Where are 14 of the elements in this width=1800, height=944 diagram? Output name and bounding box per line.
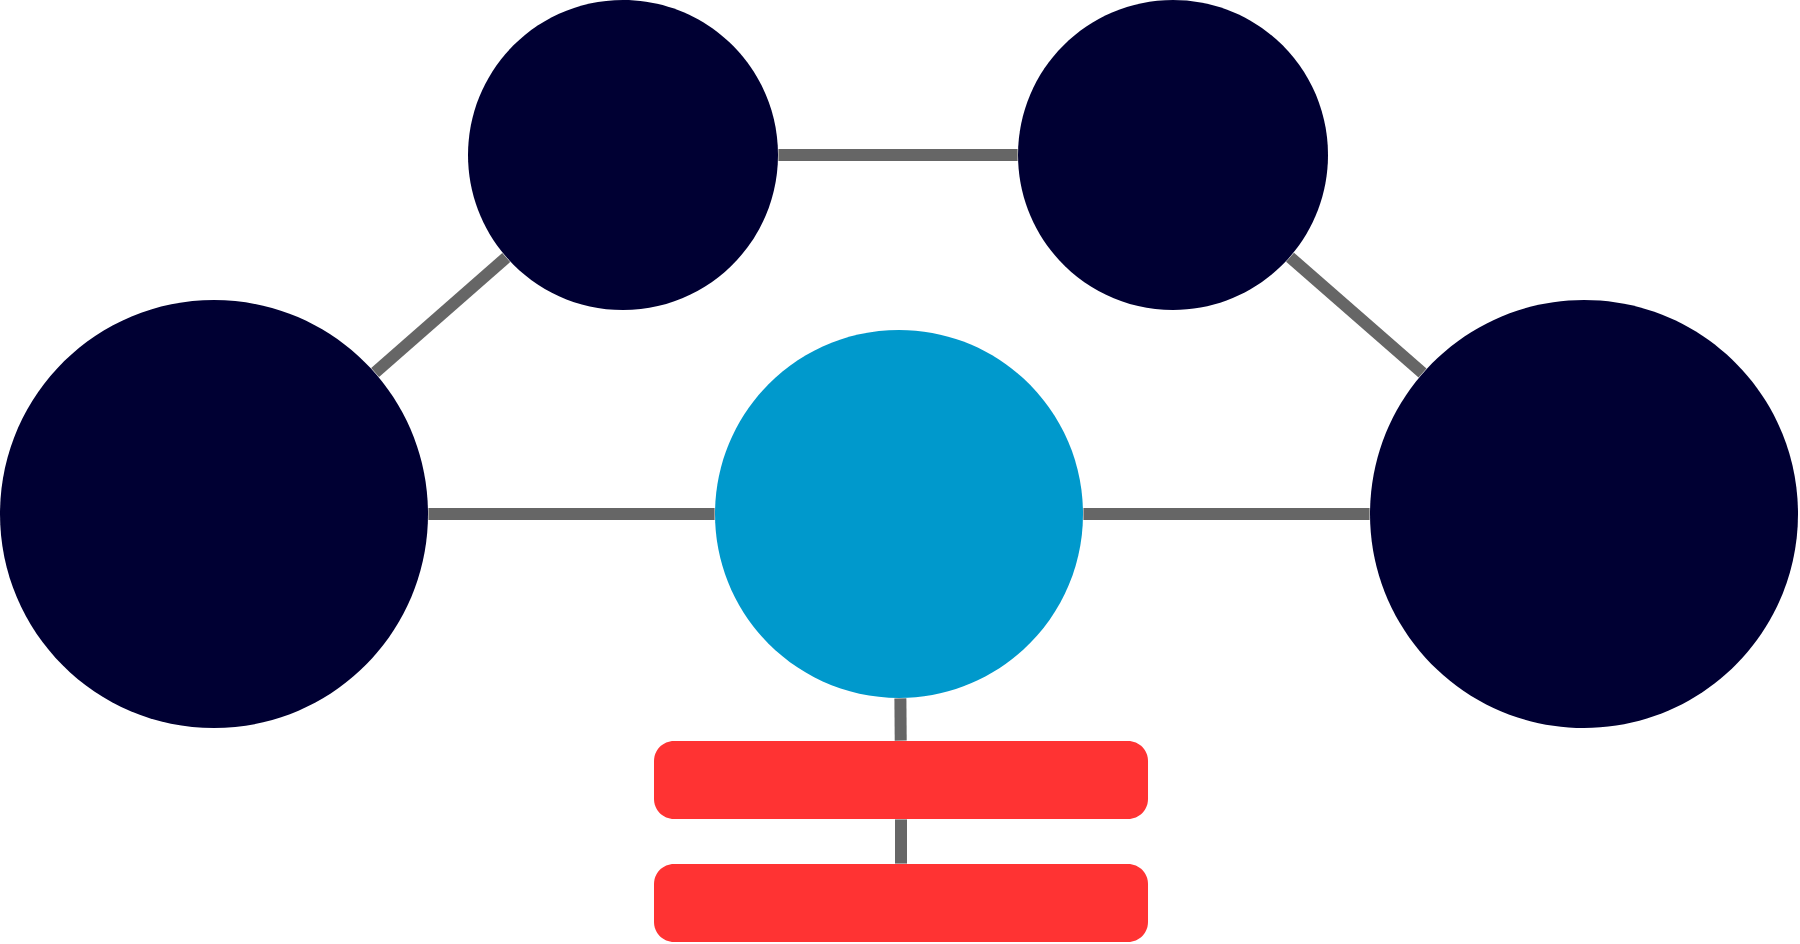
circle-node xyxy=(0,300,428,728)
circle-node xyxy=(1370,300,1798,728)
connector-line xyxy=(371,253,511,378)
connector-line xyxy=(895,819,907,864)
connector-line xyxy=(1286,252,1427,378)
connector-line xyxy=(894,698,907,741)
circle-node xyxy=(1018,0,1328,310)
connector-line xyxy=(428,508,715,520)
rounded-bar xyxy=(654,864,1148,942)
connector-line xyxy=(778,149,1018,161)
rounded-bar xyxy=(654,741,1148,819)
circle-node xyxy=(468,0,778,310)
connector-line xyxy=(1083,508,1370,520)
circle-node xyxy=(715,330,1083,698)
